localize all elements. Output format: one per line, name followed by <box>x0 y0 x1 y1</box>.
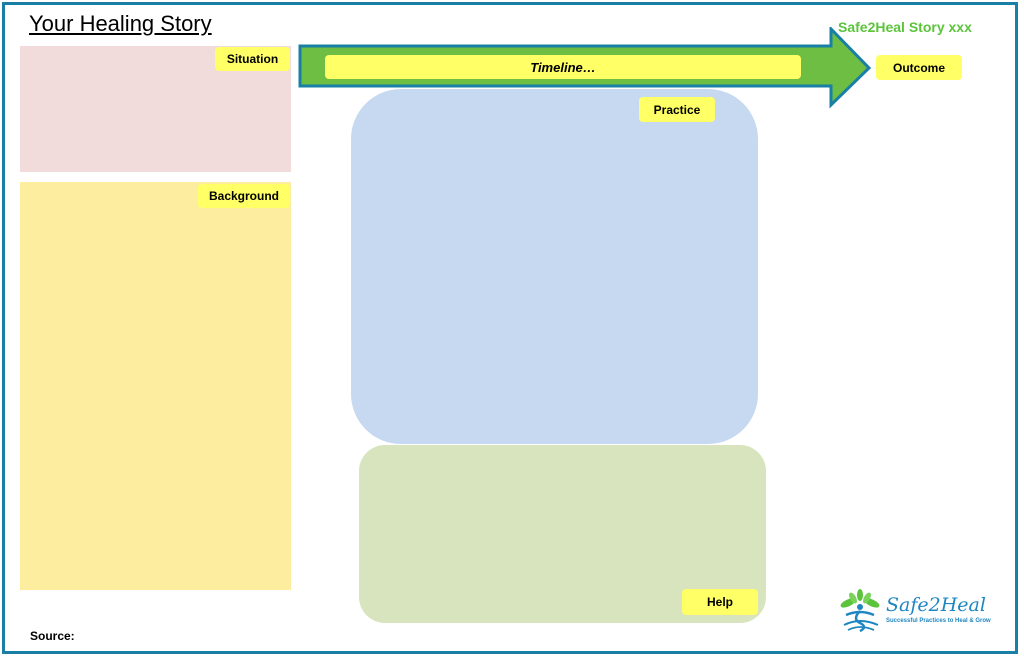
help-label: Help <box>682 589 758 615</box>
outcome-label: Outcome <box>876 55 962 80</box>
source-label: Source: <box>30 629 75 643</box>
safe2heal-logo: Safe2Heal Successful Practices to Heal &… <box>838 589 998 635</box>
background-label: Background <box>198 184 290 208</box>
brand-story-title: Safe2Heal Story xxx <box>838 19 972 35</box>
logo-tagline: Successful Practices to Heal & Grow <box>886 618 991 624</box>
practice-panel[interactable] <box>351 89 758 444</box>
logo-name: Safe2Heal <box>886 594 986 616</box>
lotus-figure-icon <box>840 589 880 633</box>
timeline-label[interactable]: Timeline… <box>325 55 801 79</box>
background-panel[interactable] <box>20 182 291 590</box>
practice-label: Practice <box>639 97 715 122</box>
page-title: Your Healing Story <box>29 11 212 36</box>
situation-label: Situation <box>215 47 290 71</box>
